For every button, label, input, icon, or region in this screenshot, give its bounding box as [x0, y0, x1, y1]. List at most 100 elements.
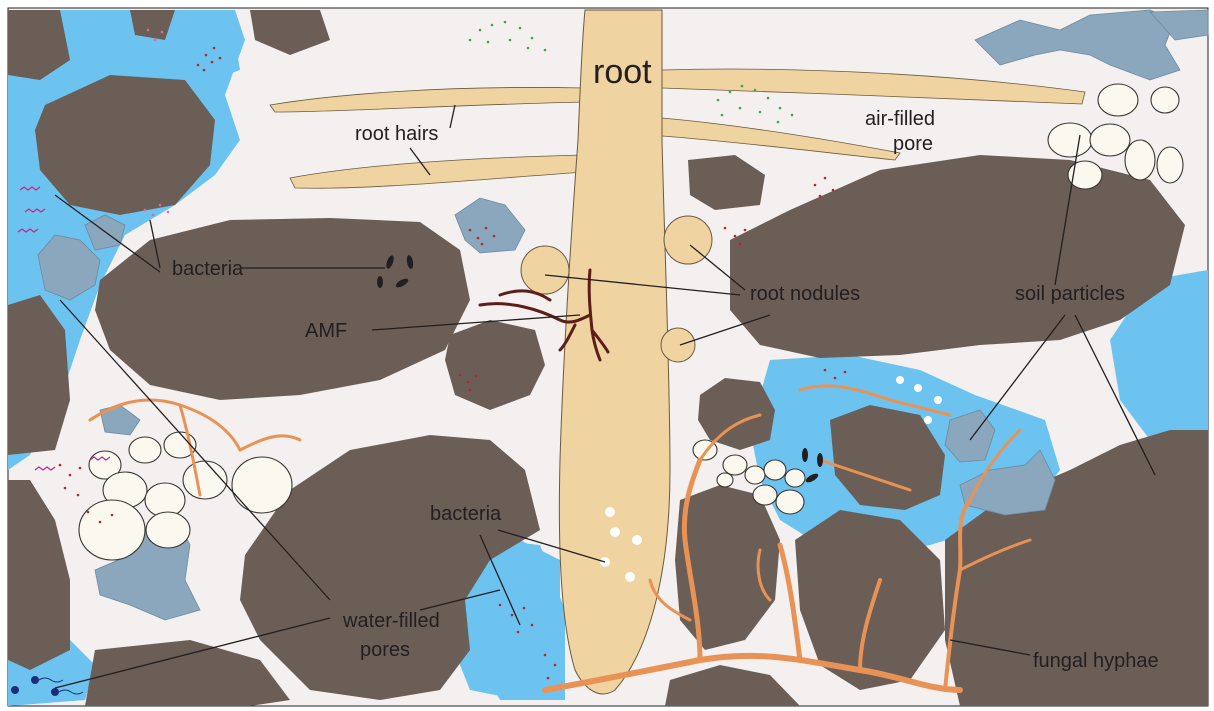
flagellated-microbe [11, 686, 19, 694]
bacteria-dot [531, 37, 534, 40]
bacteria-dot [739, 107, 742, 110]
label-water-filled-pores-line1: water-filled [342, 610, 440, 632]
bacteria-dot [739, 243, 742, 246]
label-bacteria-left: bacteria [172, 258, 244, 280]
bacteria-dot [721, 114, 724, 117]
white-particle [764, 460, 786, 480]
bacteria-dot [814, 184, 817, 187]
label-air-filled-pore-line1: air-filled [865, 108, 935, 130]
bacteria-dot [459, 374, 462, 377]
bacteria-dot [111, 514, 114, 517]
bacteria-dot [77, 494, 80, 497]
bacteria-dot [519, 27, 522, 30]
root-nodule [521, 246, 569, 294]
label-root-nodules: root nodules [750, 283, 860, 305]
bacteria-dot [509, 39, 512, 42]
soil-particle [698, 378, 775, 450]
white-particle [717, 473, 733, 487]
bacteria-dot [547, 677, 550, 680]
bacteria-dot [152, 214, 155, 217]
bacteria-dot [544, 654, 547, 657]
bacterium [802, 448, 808, 462]
bacteria-dot [491, 24, 494, 27]
bacteria-dot [779, 107, 782, 110]
flagellated-microbe [51, 688, 59, 696]
white-particle [1098, 84, 1138, 116]
bacteria-dot [504, 21, 507, 24]
bacteria-dot [777, 121, 780, 124]
white-particle [776, 490, 804, 514]
label-root: root [593, 53, 652, 91]
bacteria-dot [479, 29, 482, 32]
bacteria-dot [819, 195, 822, 198]
bacteria-dot [499, 604, 502, 607]
bacteria-dot [523, 607, 526, 610]
bacteria-dot [467, 381, 470, 384]
flagellated-microbe [31, 676, 39, 684]
label-fungal-hyphae: fungal hyphae [1033, 650, 1159, 672]
label-air-filled-pore-line2: pore [893, 133, 933, 155]
bacterium [377, 276, 383, 288]
bacterium [896, 376, 904, 384]
bacteria-dot [99, 521, 102, 524]
bacterium [914, 384, 922, 392]
bacteria-dot [147, 29, 150, 32]
white-particle [1157, 147, 1183, 183]
bacteria-dot [205, 54, 208, 57]
white-particle [1125, 140, 1155, 180]
bacteria-dot [544, 49, 547, 52]
bacteria-dot [754, 89, 757, 92]
bacteria-dot [159, 204, 162, 207]
label-water-filled-pores-line2: pores [360, 639, 410, 661]
label-soil-particles: soil particles [1015, 283, 1125, 305]
bacteria-dot [527, 47, 530, 50]
bacteria-dot [197, 64, 200, 67]
white-particle [183, 461, 227, 499]
bacteria-dot [791, 114, 794, 117]
bacteria-dot [517, 631, 520, 634]
white-particle [745, 466, 765, 484]
bacteria-dot [144, 209, 147, 212]
bacteria-dot [734, 235, 737, 238]
white-particle [1048, 123, 1092, 157]
bacteria-dot [469, 39, 472, 42]
bacteria-dot [69, 474, 72, 477]
label-amf: AMF [305, 320, 347, 342]
bacterium [817, 453, 823, 467]
bacterium [934, 396, 942, 404]
bacteria-dot [717, 99, 720, 102]
bacteria-dot [724, 227, 727, 230]
label-bacteria-center: bacteria [430, 503, 502, 525]
white-particle [79, 500, 145, 560]
bacteria-dot [834, 377, 837, 380]
label-root-hairs: root hairs [355, 123, 438, 145]
white-particle [785, 469, 805, 487]
root-nodule [661, 328, 695, 362]
bacteria-dot [481, 243, 484, 246]
bacteria-dot [79, 467, 82, 470]
bacteria-dot [485, 227, 488, 230]
white-particle [129, 437, 161, 463]
bacteria-dot [475, 375, 478, 378]
white-particle [232, 457, 292, 513]
bacteria-dot [213, 47, 216, 50]
bacteria-dot [531, 624, 534, 627]
bacterium [625, 572, 635, 582]
white-particle [1090, 124, 1130, 156]
bacteria-dot [487, 41, 490, 44]
bacteria-dot [554, 664, 557, 667]
bacteria-dot [844, 371, 847, 374]
white-particle [723, 455, 747, 475]
white-particle [146, 512, 190, 548]
bacteria-dot [759, 111, 762, 114]
bacterium [605, 507, 615, 517]
bacteria-dot [767, 97, 770, 100]
white-particle [753, 485, 777, 505]
bacteria-dot [154, 39, 157, 42]
bacteria-dot [161, 31, 164, 34]
bacteria-dot [211, 61, 214, 64]
bacteria-dot [729, 91, 732, 94]
bacteria-dot [741, 85, 744, 88]
bacteria-dot [469, 229, 472, 232]
